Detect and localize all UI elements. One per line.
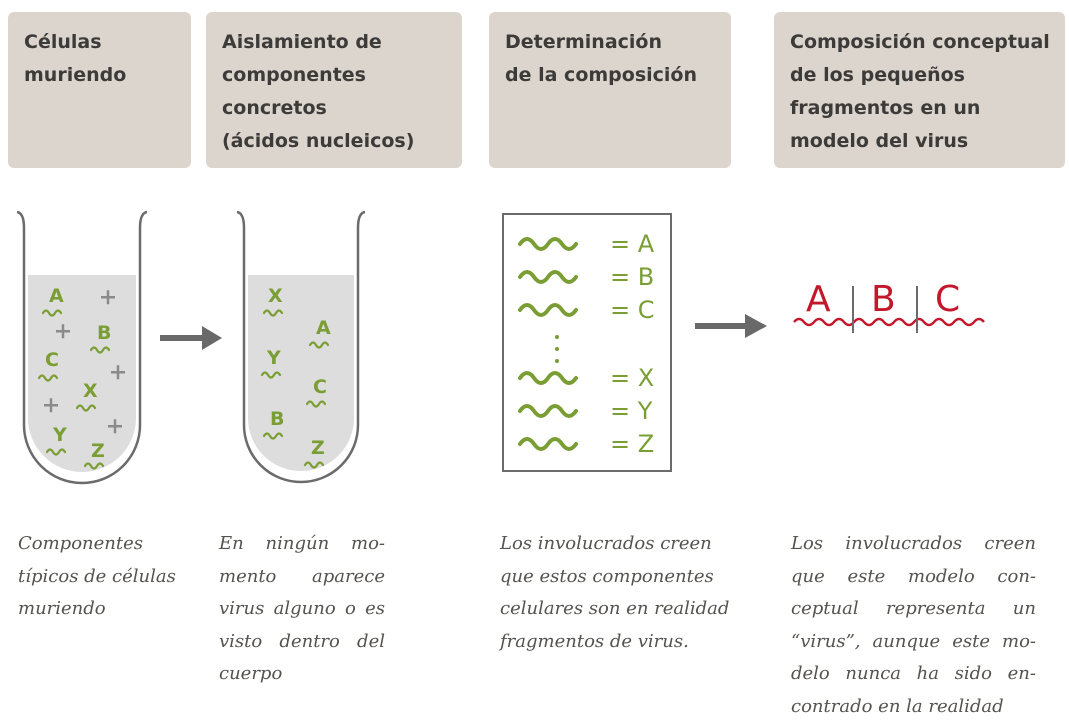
header-isolation: Aislamiento de componentes concretos (ác… bbox=[206, 12, 462, 168]
tube2-letter-b: B bbox=[270, 408, 284, 430]
plus-signs bbox=[44, 290, 125, 434]
caption-isolation: En ningún mo- mento aparece virus alguno… bbox=[219, 533, 385, 684]
vertical-ellipsis bbox=[555, 335, 559, 363]
tube1-letter-c: C bbox=[45, 349, 59, 371]
composition-entry-a: = A bbox=[610, 230, 655, 258]
tube1-letter-y: Y bbox=[52, 424, 67, 446]
tube1-letter-a: A bbox=[49, 285, 64, 307]
tube1-letter-b: B bbox=[97, 322, 111, 344]
composition-entry-c: = C bbox=[610, 296, 655, 324]
test-tube-isolated-components: X A Y C B Z bbox=[236, 210, 366, 484]
tube2-letter-y: Y bbox=[266, 347, 281, 369]
arrow-1 bbox=[160, 326, 222, 350]
tube2-letter-a: A bbox=[316, 317, 331, 339]
composition-entry-y: = Y bbox=[610, 397, 653, 425]
virus-letter-b: B bbox=[871, 279, 896, 320]
tube2-letter-x: X bbox=[268, 285, 283, 307]
header-determination: Determinación de la composición bbox=[489, 12, 731, 168]
header-conceptual-composition: Composición conceptual de los pequeños f… bbox=[774, 12, 1065, 168]
tube2-letter-z: Z bbox=[311, 437, 325, 459]
virus-wave bbox=[793, 317, 985, 327]
caption-conceptual-model: Los involucrados creen que este modelo c… bbox=[791, 533, 1036, 717]
test-tube-dying-cells: A B C X Y Z bbox=[16, 210, 148, 485]
caption-determination: Los involucrados creen que estos compone… bbox=[500, 533, 730, 652]
composition-entry-x: = X bbox=[610, 364, 654, 392]
composition-box: = A = B = C = X = Y = Z bbox=[502, 213, 672, 472]
composition-entry-z: = Z bbox=[610, 430, 654, 458]
virus-model: A B C bbox=[793, 279, 985, 333]
composition-entry-b: = B bbox=[610, 263, 654, 291]
tube1-letter-x: X bbox=[83, 380, 98, 402]
virus-letter-a: A bbox=[806, 279, 831, 320]
arrow-2 bbox=[695, 314, 767, 338]
caption-dying-cells: Componentes típicos de células muriendo bbox=[18, 533, 176, 619]
tube2-letter-c: C bbox=[313, 376, 327, 398]
tube1-letter-z: Z bbox=[91, 440, 105, 462]
header-dying-cells: Células muriendo bbox=[8, 12, 191, 168]
virus-letter-c: C bbox=[935, 279, 960, 320]
